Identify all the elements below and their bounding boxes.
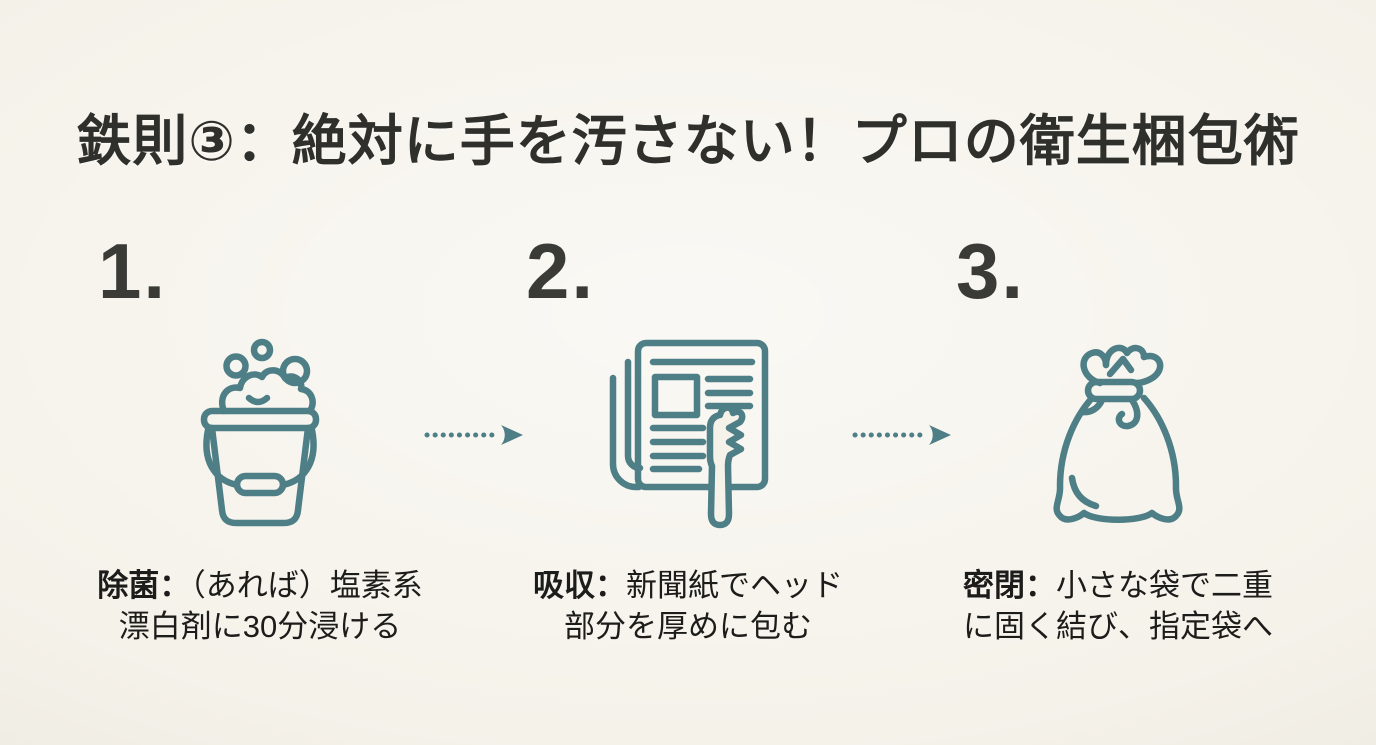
step-2-caption-line1: 吸収：新聞紙でヘッド — [498, 566, 878, 607]
step-1: 1. 除菌：（あれば）塩素系 漂白剤に30分浸ける — [70, 227, 450, 648]
step-2: 2. 吸収：新聞紙でヘッド 部分を厚めに包む — [498, 227, 878, 648]
step-2-text: 新聞紙でヘッド — [626, 568, 843, 603]
step-1-text: （あれば）塩素系 — [190, 568, 423, 603]
dotted-arrow-right-icon — [422, 423, 526, 447]
step-3-number: 3. — [956, 227, 1026, 315]
tied-bag-icon — [928, 338, 1308, 538]
step-1-caption-line1: 除菌：（あれば）塩素系 — [70, 566, 450, 607]
step-3: 3. 密閉：小さな袋で二重 に固く結び、指定袋へ — [928, 227, 1308, 648]
step-1-caption-line2: 漂白剤に30分浸ける — [118, 608, 402, 644]
step-1-caption: 除菌：（あれば）塩素系 漂白剤に30分浸ける — [70, 566, 450, 648]
dotted-arrow-right-icon — [850, 423, 954, 447]
step-1-number: 1. — [98, 227, 168, 315]
step-3-caption: 密閉：小さな袋で二重 に固く結び、指定袋へ — [928, 566, 1308, 648]
step-3-keyword: 密閉： — [963, 568, 1056, 603]
step-2-caption-line2: 部分を厚めに包む — [564, 608, 812, 644]
newspaper-brush-icon — [498, 338, 878, 538]
step-2-keyword: 吸収： — [533, 568, 626, 603]
step-3-text: 小さな袋で二重 — [1056, 568, 1273, 603]
slide-title: 鉄則③：絶対に手を汚さない！プロの衛生梱包術 — [76, 110, 1300, 172]
step-2-number: 2. — [526, 227, 596, 315]
step-3-caption-line1: 密閉：小さな袋で二重 — [928, 566, 1308, 607]
soap-bucket-icon — [70, 338, 450, 538]
step-1-keyword: 除菌： — [97, 568, 191, 603]
step-3-caption-line2: に固く結び、指定袋へ — [963, 608, 1273, 644]
step-2-caption: 吸収：新聞紙でヘッド 部分を厚めに包む — [498, 566, 878, 648]
